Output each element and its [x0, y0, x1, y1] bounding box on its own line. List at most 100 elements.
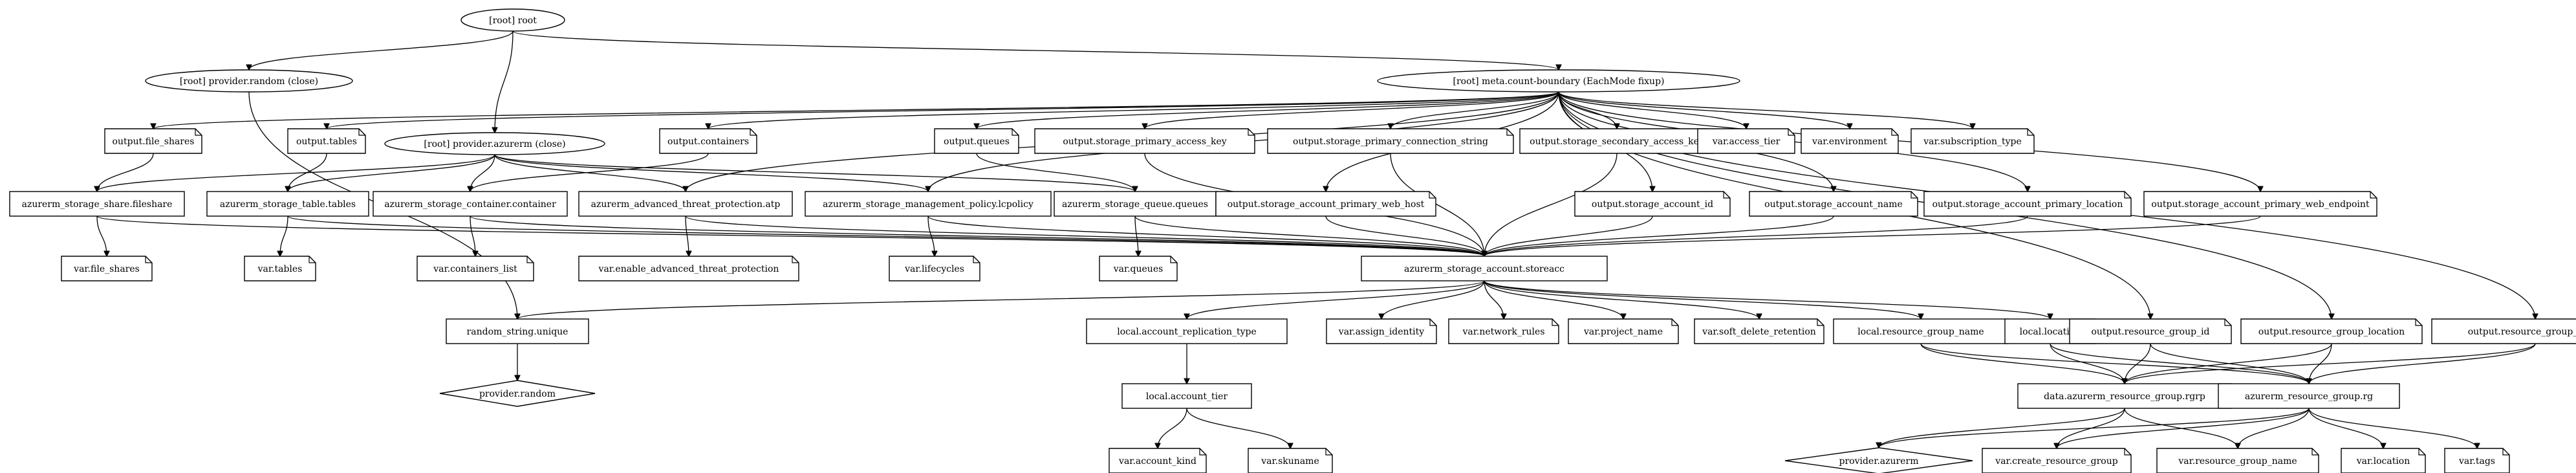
node-var-account-kind[interactable]: var.account_kind [1109, 448, 1207, 473]
node-atp[interactable]: azurerm_advanced_threat_protection.atp [578, 191, 793, 217]
node-out-sapl[interactable]: output.storage_account_primary_location [1923, 191, 2132, 217]
edge-meta-to-out-spcs [1391, 91, 1559, 129]
node-label: output.storage_primary_connection_string [1293, 137, 1488, 147]
node-label: var.lifecycles [904, 264, 964, 274]
note-fold [1325, 448, 1332, 456]
node-queue[interactable]: azurerm_storage_queue.queues [1054, 191, 1217, 217]
edge-meta-to-out-spak [1145, 91, 1559, 129]
node-var-tables[interactable]: var.tables [244, 256, 316, 281]
node-var-eatp[interactable]: var.enable_advanced_threat_protection [578, 256, 799, 281]
note-shape [2341, 448, 2426, 473]
note-shape [1694, 318, 1824, 344]
node-out-ssak[interactable]: output.storage_secondary_access_key [1519, 128, 1715, 154]
box-shape [1121, 383, 1252, 409]
note-shape [1910, 128, 2035, 154]
node-out-tables[interactable]: output.tables [287, 128, 366, 154]
node-container[interactable]: azurerm_storage_container.container [373, 191, 568, 217]
node-local-art[interactable]: local.account_replication_type [1086, 318, 1288, 344]
node-prov-random-shape[interactable]: provider.random [439, 380, 596, 407]
node-label: var.tables [257, 264, 303, 274]
node-label: azurerm_storage_management_policy.lcpoli… [823, 199, 1034, 210]
edge-out-rgname-to-rg [2309, 343, 2536, 384]
node-label: output.storage_account_primary_location [1932, 199, 2123, 210]
node-var-location[interactable]: var.location [2341, 448, 2426, 473]
node-out-rgloc[interactable]: output.resource_group_location [2240, 318, 2423, 344]
node-var-project-name[interactable]: var.project_name [1568, 318, 1679, 344]
note-fold [145, 256, 152, 263]
node-var-access-tier[interactable]: var.access_tier [1697, 128, 1795, 154]
edge-out-sapl-to-storeacc [1484, 215, 2028, 256]
edge-out-rgid-to-data-rgrp [2125, 343, 2151, 384]
node-label: output.resource_group_location [2258, 327, 2405, 337]
node-var-containers-list[interactable]: var.containers_list [417, 256, 534, 281]
note-shape [1574, 191, 1731, 217]
edge-local-location-to-data-rgrp [2050, 343, 2125, 384]
node-out-containers[interactable]: output.containers [659, 128, 757, 154]
node-local-rgn[interactable]: local.resource_group_name [1833, 318, 2009, 344]
node-var-assign-identity[interactable]: var.assign_identity [1326, 318, 1437, 344]
node-out-spak[interactable]: output.storage_primary_access_key [1034, 128, 1255, 154]
edge-storeacc-to-random-string [517, 280, 1485, 319]
node-prov-azurerm[interactable]: [root] provider.azurerm (close) [384, 132, 605, 155]
note-shape [659, 128, 757, 154]
node-prov-random[interactable]: [root] provider.random (close) [145, 69, 353, 93]
node-out-sapwe[interactable]: output.storage_account_primary_web_endpo… [2143, 191, 2377, 217]
note-shape [1034, 128, 1255, 154]
node-label: output.resource_group_name [2468, 327, 2576, 337]
node-out-spcs[interactable]: output.storage_primary_connection_string [1267, 128, 1514, 154]
node-meta[interactable]: [root] meta.count-boundary (EachMode fix… [1377, 69, 1740, 93]
node-rg[interactable]: azurerm_resource_group.rg [2218, 383, 2400, 409]
node-table[interactable]: azurerm_storage_table.tables [206, 191, 369, 217]
node-var-subscription-type[interactable]: var.subscription_type [1910, 128, 2035, 154]
node-var-rg-name[interactable]: var.resource_group_name [2156, 448, 2319, 473]
box-shape [2218, 383, 2400, 409]
node-var-file-shares[interactable]: var.file_shares [61, 256, 153, 281]
note-shape [1568, 318, 1679, 344]
edge-storeacc-to-var-soft-delete [1484, 280, 1759, 319]
node-share[interactable]: azurerm_storage_share.fileshare [9, 191, 185, 217]
node-out-saname[interactable]: output.storage_account_name [1749, 191, 1918, 217]
node-var-environment[interactable]: var.environment [1801, 128, 1899, 154]
edge-local-rgn-to-data-rgrp [1920, 343, 2125, 384]
node-label: azurerm_storage_container.container [384, 199, 556, 210]
node-local-tier[interactable]: local.account_tier [1121, 383, 1252, 409]
edge-prov-azurerm-to-table [288, 154, 495, 192]
node-label: var.tags [2458, 456, 2495, 467]
edge-storeacc-to-var-project-name [1484, 280, 1623, 319]
node-out-sapwh[interactable]: output.storage_account_primary_web_host [1215, 191, 1436, 217]
node-out-said[interactable]: output.storage_account_id [1574, 191, 1731, 217]
edge-out-saname-to-storeacc [1484, 215, 1834, 256]
graph-nodes: [root] root [root] provider.random (close… [9, 8, 2576, 473]
node-var-lifecycles[interactable]: var.lifecycles [889, 256, 980, 281]
node-var-create-rg[interactable]: var.create_resource_group [1982, 448, 2132, 473]
node-var-queues[interactable]: var.queues [1099, 256, 1178, 281]
note-fold [792, 256, 799, 263]
node-var-skuname[interactable]: var.skuname [1248, 448, 1333, 473]
node-out-file-shares[interactable]: output.file_shares [104, 128, 202, 154]
node-random-string[interactable]: random_string.unique [446, 318, 589, 344]
note-fold [2027, 129, 2034, 136]
node-label: var.create_resource_group [1995, 456, 2117, 467]
node-mgmt[interactable]: azurerm_storage_management_policy.lcpoli… [805, 191, 1052, 217]
node-out-queues[interactable]: output.queues [934, 128, 1019, 154]
node-data-rgrp[interactable]: data.azurerm_resource_group.rgrp [2017, 383, 2232, 409]
node-label: [root] provider.random (close) [180, 76, 318, 87]
edge-atp-to-var-eatp [685, 215, 689, 256]
node-out-rgname[interactable]: output.resource_group_name [2431, 318, 2576, 344]
edge-data-rgrp-to-prov-azurerm-shape [1879, 408, 2125, 448]
edge-out-containers-to-container [470, 153, 709, 192]
node-prov-azurerm-shape[interactable]: provider.azurerm [1784, 447, 1973, 473]
node-var-network-rules[interactable]: var.network_rules [1448, 318, 1559, 344]
note-shape [934, 128, 1019, 154]
node-root[interactable]: [root] root [460, 8, 565, 32]
edge-container-to-storeacc [470, 215, 1484, 256]
node-label: azurerm_storage_queue.queues [1062, 199, 1208, 210]
node-label: [root] root [489, 16, 537, 26]
node-storeacc[interactable]: azurerm_storage_account.storeacc [1361, 256, 1608, 281]
node-out-rgid[interactable]: output.resource_group_id [2069, 318, 2232, 344]
edge-rg-to-prov-azurerm-shape [1879, 408, 2310, 448]
node-label: output.storage_account_name [1764, 199, 1903, 210]
node-label: local.account_tier [1146, 391, 1228, 402]
node-var-tags[interactable]: var.tags [2444, 448, 2510, 473]
node-var-soft-delete[interactable]: var.soft_delete_retention [1694, 318, 1824, 344]
